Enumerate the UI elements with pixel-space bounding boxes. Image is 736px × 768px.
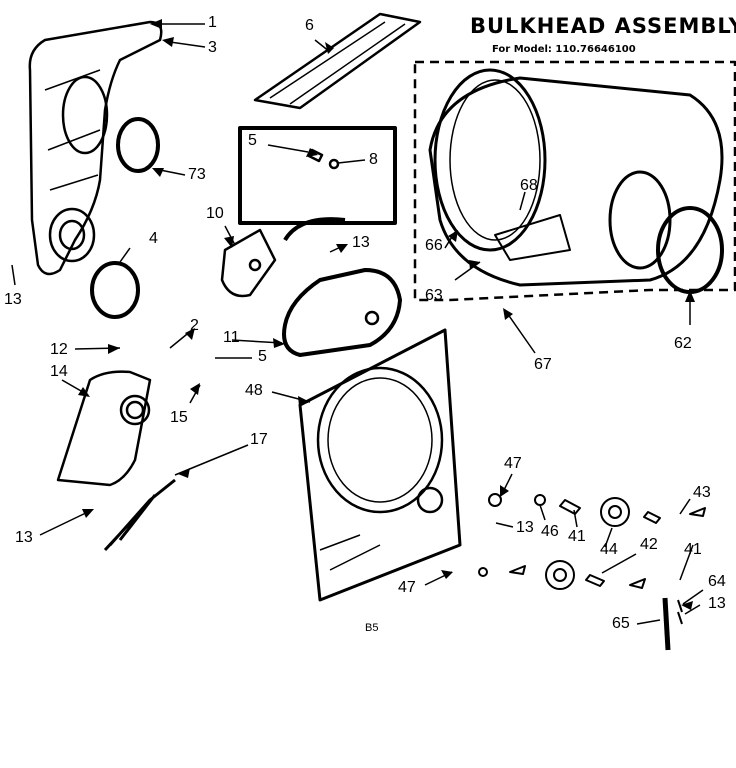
rear-duct-panel (28, 20, 163, 276)
front-bulkhead (298, 328, 462, 602)
callout-13-a: 13 (352, 234, 370, 251)
callout-73: 73 (188, 166, 206, 183)
callout-47-b: 47 (398, 579, 416, 596)
callout-15: 15 (170, 409, 188, 426)
detail-inset-box (238, 126, 397, 225)
callout-65: 65 (612, 615, 630, 632)
seal-ring (116, 117, 160, 173)
callout-13-c: 13 (15, 529, 33, 546)
callout-5-inset: 5 (248, 132, 257, 149)
callout-2: 2 (190, 317, 199, 334)
callout-14: 14 (50, 363, 68, 380)
lamp-lens (90, 261, 140, 319)
wiring-harness (103, 478, 176, 552)
callout-64: 64 (708, 573, 726, 590)
callout-11: 11 (223, 329, 240, 346)
callout-17: 17 (250, 431, 268, 448)
callout-44: 44 (600, 541, 618, 558)
front-cover-plate (282, 268, 402, 357)
callout-41-b: 41 (684, 541, 702, 558)
callout-5: 5 (258, 348, 267, 365)
mounting-bracket (220, 228, 277, 298)
callout-13-b: 13 (4, 291, 22, 308)
callout-10: 10 (206, 205, 224, 222)
callout-42: 42 (640, 536, 658, 553)
callout-66: 66 (425, 237, 443, 254)
leader-lines (11, 23, 704, 625)
callout-13-d: 13 (516, 519, 534, 536)
callout-68: 68 (520, 177, 538, 194)
callout-1: 1 (208, 14, 217, 31)
top-trim-strip (253, 12, 422, 110)
callout-6: 6 (305, 17, 314, 34)
fan-housing (56, 370, 152, 487)
callout-41-a: 41 (568, 528, 586, 545)
model-number: For Model: 110.76646100 (492, 44, 636, 55)
callout-12: 12 (50, 341, 68, 358)
diagram-title: BULKHEAD ASSEMBLY (470, 14, 736, 38)
callout-47-a: 47 (504, 455, 522, 472)
callout-4: 4 (149, 230, 158, 247)
small-hardware (478, 493, 706, 651)
drum-group-boundary (413, 60, 736, 302)
arrowheads (78, 19, 695, 610)
callout-3: 3 (208, 39, 217, 56)
drum (428, 68, 724, 287)
figure-code: B5 (365, 622, 379, 634)
callout-46: 46 (541, 523, 559, 540)
front-drum-seal (656, 206, 724, 294)
callout-63: 63 (425, 287, 443, 304)
callout-62: 62 (674, 335, 692, 352)
callout-8: 8 (369, 151, 378, 168)
callout-67: 67 (534, 356, 552, 373)
callout-43: 43 (693, 484, 711, 501)
callout-13-e: 13 (708, 595, 726, 612)
callout-48: 48 (245, 382, 263, 399)
